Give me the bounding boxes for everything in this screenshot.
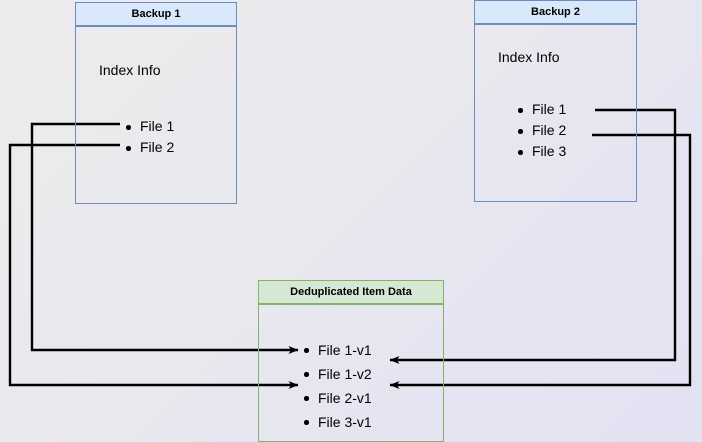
- connector-backup2-file2-to-file2v1: [389, 133, 692, 389]
- connector-backup1-file1-to-file1v1: [30, 122, 299, 354]
- backup2-file-item[interactable]: File 3: [518, 141, 566, 162]
- dedup-box[interactable]: Deduplicated Item Data File 1-v1 File 1-…: [258, 280, 444, 442]
- dedup-item-list: File 1-v1 File 1-v2 File 2-v1 File 3-v1: [304, 338, 372, 434]
- backup2-file-item[interactable]: File 2: [518, 120, 566, 141]
- backup1-file-item[interactable]: File 1: [126, 116, 174, 137]
- backup1-body: [75, 26, 237, 204]
- backup2-body: [474, 24, 637, 202]
- connector-backup2-file1-to-file1v2: [389, 108, 677, 364]
- backup2-box[interactable]: Backup 2 Index Info File 1 File 2 File 3: [474, 0, 637, 202]
- dedup-item[interactable]: File 2-v1: [304, 386, 372, 410]
- backup1-file-list: File 1 File 2: [126, 116, 174, 158]
- backup2-header: Backup 2: [474, 0, 637, 24]
- dedup-item[interactable]: File 1-v2: [304, 362, 372, 386]
- backup1-box[interactable]: Backup 1 Index Info File 1 File 2: [75, 2, 237, 204]
- backup1-header-label: Backup 1: [131, 7, 181, 20]
- backup1-index-info-label: Index Info: [99, 62, 161, 78]
- backup2-file-item[interactable]: File 1: [518, 99, 566, 120]
- connector-backup1-file2-to-file2v1: [8, 143, 299, 389]
- dedup-item[interactable]: File 1-v1: [304, 338, 372, 362]
- backup2-index-info-label: Index Info: [498, 49, 560, 65]
- dedup-item[interactable]: File 3-v1: [304, 410, 372, 434]
- backup2-file-list: File 1 File 2 File 3: [518, 99, 566, 162]
- backup1-header: Backup 1: [75, 2, 237, 26]
- backup2-header-label: Backup 2: [531, 5, 580, 18]
- dedup-header: Deduplicated Item Data: [258, 280, 444, 304]
- dedup-header-label: Deduplicated Item Data: [290, 285, 412, 298]
- backup1-file-item[interactable]: File 2: [126, 137, 174, 158]
